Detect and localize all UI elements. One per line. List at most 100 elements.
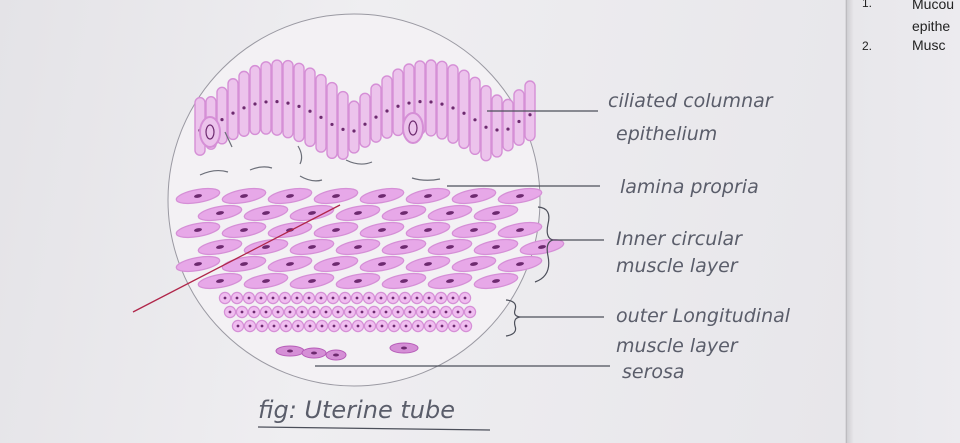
muscle-nucleus xyxy=(343,296,347,300)
epithelial-cell xyxy=(436,60,448,140)
cell-nucleus xyxy=(264,100,268,104)
epithelial-cell xyxy=(271,59,283,136)
caption-underline xyxy=(257,426,491,431)
muscle-nucleus xyxy=(516,194,524,198)
epithelial-cell xyxy=(238,70,250,137)
cell-nucleus xyxy=(231,111,235,115)
muscle-nucleus xyxy=(332,194,340,198)
cell-nucleus xyxy=(319,115,323,119)
muscle-nucleus xyxy=(308,211,316,215)
muscle-nucleus xyxy=(194,262,202,266)
epithelial-cell xyxy=(381,75,393,139)
muscle-nucleus xyxy=(262,211,270,215)
cell-nucleus xyxy=(297,104,301,108)
cell-nucleus xyxy=(275,100,279,104)
muscle-nucleus xyxy=(288,310,292,314)
outer-layer-brace xyxy=(505,299,521,337)
side-item2-number: 2. xyxy=(862,39,872,53)
muscle-nucleus xyxy=(427,296,431,300)
cell-nucleus xyxy=(451,106,455,110)
epithelial-cell xyxy=(249,64,261,136)
epithelial-cell xyxy=(469,76,481,156)
muscle-nucleus xyxy=(295,296,299,300)
cell-nucleus xyxy=(473,118,477,122)
muscle-nucleus xyxy=(492,211,500,215)
muscle-nucleus xyxy=(194,228,202,232)
muscle-nucleus xyxy=(470,262,478,266)
muscle-nucleus xyxy=(344,324,348,328)
side-item1-line1: Mucou xyxy=(912,0,954,12)
muscle-nucleus xyxy=(271,296,275,300)
muscle-nucleus xyxy=(276,310,280,314)
muscle-nucleus xyxy=(378,262,386,266)
label-serosa: serosa xyxy=(622,361,685,383)
epithelial-cell xyxy=(282,59,294,139)
muscle-nucleus xyxy=(354,245,362,249)
cell-nucleus xyxy=(385,109,389,113)
epithelial-cell xyxy=(447,64,459,144)
epithelial-cell xyxy=(513,89,525,146)
goblet-cell-core xyxy=(408,120,418,136)
epithelial-cell xyxy=(227,78,239,141)
epithelial-cell xyxy=(458,69,470,150)
muscle-nucleus xyxy=(403,296,407,300)
muscle-nucleus xyxy=(308,279,316,283)
muscle-nucleus xyxy=(216,211,224,215)
muscle-nucleus xyxy=(464,324,468,328)
lamina-propria-strokes xyxy=(199,131,441,182)
muscle-nucleus xyxy=(492,245,500,249)
cell-nucleus xyxy=(374,115,378,119)
muscle-nucleus xyxy=(240,194,248,198)
muscle-nucleus xyxy=(216,279,224,283)
muscle-nucleus xyxy=(194,194,202,198)
muscle-nucleus xyxy=(446,211,454,215)
serosa-layer xyxy=(275,342,419,361)
muscle-nucleus xyxy=(451,296,455,300)
muscle-nucleus xyxy=(424,262,432,266)
cell-nucleus xyxy=(506,127,510,131)
muscle-nucleus xyxy=(456,310,460,314)
muscle-nucleus xyxy=(283,296,287,300)
epithelial-cell xyxy=(337,90,349,160)
muscle-nucleus xyxy=(296,324,300,328)
epithelial-cell xyxy=(480,85,492,162)
side-item2-line1: Musc xyxy=(912,37,945,53)
goblet-cell-core xyxy=(205,124,215,140)
epithelial-cell xyxy=(293,62,305,143)
muscle-nucleus xyxy=(307,296,311,300)
muscle-nucleus xyxy=(516,262,524,266)
cell-nucleus xyxy=(253,102,257,106)
muscle-nucleus xyxy=(336,310,340,314)
muscle-nucleus xyxy=(286,194,294,198)
muscle-nucleus xyxy=(516,228,524,232)
muscle-nucleus xyxy=(470,228,478,232)
cell-nucleus xyxy=(308,109,312,113)
muscle-nucleus xyxy=(396,310,400,314)
muscle-nucleus xyxy=(440,324,444,328)
cell-nucleus xyxy=(396,104,400,108)
muscle-nucleus xyxy=(272,324,276,328)
muscle-nucleus xyxy=(240,262,248,266)
muscle-nucleus xyxy=(446,279,454,283)
muscle-nucleus xyxy=(286,228,294,232)
muscle-nucleus xyxy=(400,279,408,283)
muscle-nucleus xyxy=(262,279,270,283)
serosa-nucleus xyxy=(287,349,293,353)
muscle-nucleus xyxy=(415,296,419,300)
label-outer-line1: outer Longitudinal xyxy=(616,305,791,327)
muscle-nucleus xyxy=(439,296,443,300)
epithelial-cell xyxy=(315,73,327,153)
epithelial-cell xyxy=(348,100,360,154)
epithelial-cell xyxy=(502,98,514,152)
figure-caption: fig: Uterine tube xyxy=(258,396,455,424)
muscle-nucleus xyxy=(319,296,323,300)
label-lamina-propria: lamina propria xyxy=(620,176,759,198)
muscle-nucleus xyxy=(392,324,396,328)
label-inner-line2: muscle layer xyxy=(616,255,739,277)
outer-longitudinal-muscle xyxy=(218,291,477,333)
muscle-nucleus xyxy=(324,310,328,314)
muscle-nucleus xyxy=(400,245,408,249)
epithelial-cell xyxy=(359,92,371,148)
cell-nucleus xyxy=(528,113,532,117)
